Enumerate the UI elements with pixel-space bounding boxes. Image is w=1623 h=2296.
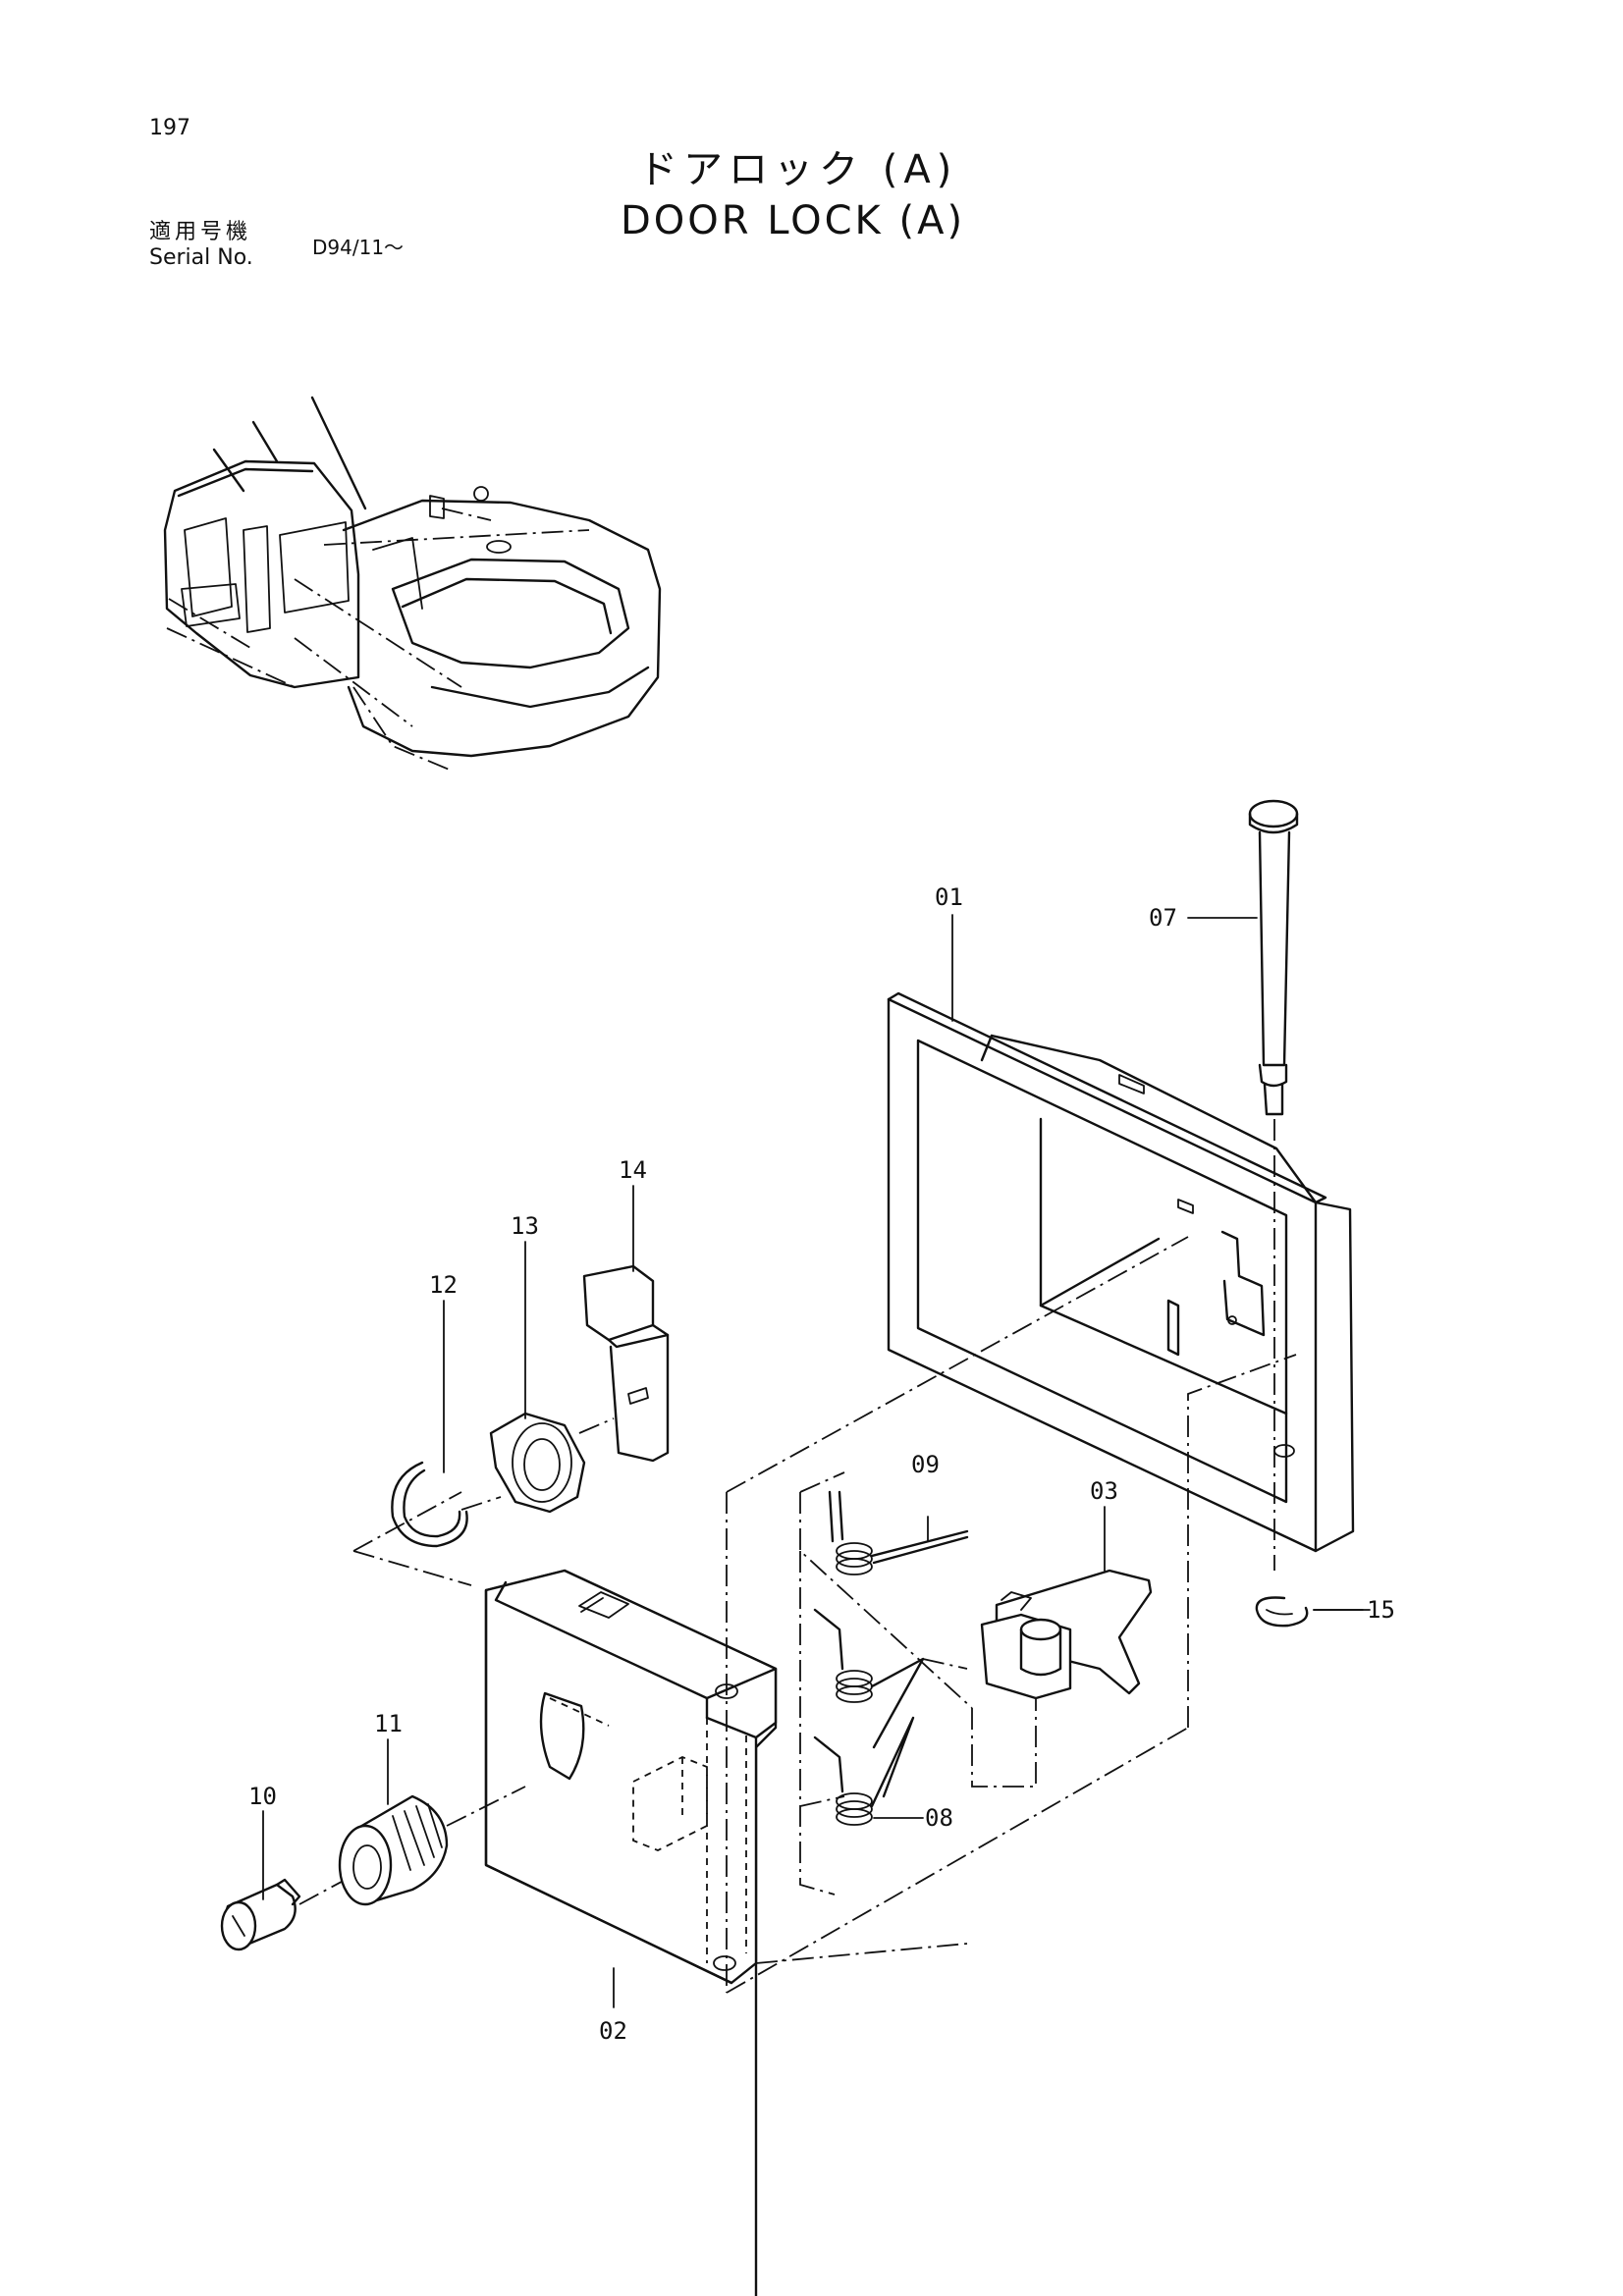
callout-01: 01 bbox=[935, 883, 963, 911]
callout-labels: 01 02 03 07 08 09 10 11 12 13 14 15 bbox=[248, 883, 1395, 2045]
page-number: 197 bbox=[149, 116, 190, 140]
part-10-key-cylinder bbox=[220, 1869, 364, 1951]
serial-label-english: Serial No. bbox=[149, 245, 253, 270]
excavator-overview-illustration bbox=[163, 396, 662, 772]
callout-11: 11 bbox=[374, 1710, 403, 1737]
part-13-nut bbox=[489, 1412, 615, 1514]
part-01-housing bbox=[887, 991, 1355, 1553]
part-12-snap-ring bbox=[391, 1461, 502, 1548]
part-02-lock-case bbox=[352, 1491, 968, 2296]
callout-03: 03 bbox=[1090, 1477, 1118, 1505]
part-09-spring bbox=[828, 1490, 969, 1575]
callout-08: 08 bbox=[925, 1804, 953, 1832]
part-07-pin bbox=[1248, 799, 1299, 1571]
serial-label-japanese: 適用号機 bbox=[149, 220, 252, 244]
assembly-lines bbox=[726, 1236, 1297, 1994]
part-03-latch-lever bbox=[980, 1569, 1153, 1700]
part-11-bushing bbox=[338, 1786, 526, 1906]
part-14-plate bbox=[582, 1264, 670, 1463]
callout-10: 10 bbox=[248, 1783, 277, 1810]
callout-07: 07 bbox=[1149, 904, 1177, 932]
serial-value: D94/11～ bbox=[312, 236, 405, 259]
part-15-e-ring bbox=[1255, 1596, 1371, 1628]
leader-lines bbox=[262, 914, 1364, 2008]
callout-09: 09 bbox=[911, 1451, 940, 1478]
callout-14: 14 bbox=[619, 1156, 647, 1184]
part-08-springs bbox=[813, 1608, 925, 1826]
title-japanese: ドアロック (A) bbox=[638, 147, 958, 192]
callout-02: 02 bbox=[599, 2017, 627, 2045]
title-english: DOOR LOCK (A) bbox=[621, 198, 966, 243]
callout-12: 12 bbox=[429, 1271, 458, 1299]
callout-13: 13 bbox=[511, 1212, 539, 1240]
callout-15: 15 bbox=[1367, 1596, 1395, 1624]
